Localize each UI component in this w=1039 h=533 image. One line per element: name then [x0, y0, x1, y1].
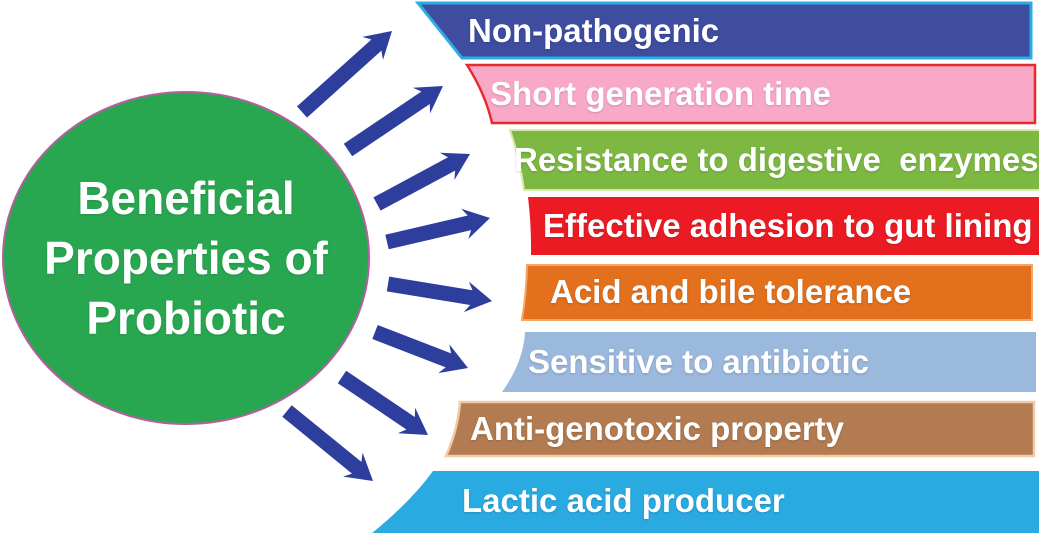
radiating-arrow-icon — [343, 86, 443, 157]
bar-shape-6 — [502, 332, 1036, 392]
bar-shape-8 — [372, 471, 1039, 533]
bar-shape-1 — [414, 1, 1033, 60]
radiating-arrow-icon — [297, 31, 392, 118]
bar-shape-5 — [520, 264, 1033, 321]
radiating-arrow-icon — [385, 208, 490, 250]
bar-shape-3 — [508, 129, 1039, 191]
radiating-arrow-icon — [337, 370, 428, 435]
radiating-arrow-icon — [282, 405, 373, 481]
center-circle — [2, 91, 370, 425]
radiating-arrow-icon — [372, 325, 468, 374]
radiating-arrow-icon — [386, 276, 492, 313]
bar-shape-2 — [464, 63, 1037, 125]
radiating-arrow-icon — [373, 152, 470, 211]
bar-shape-4 — [528, 197, 1039, 255]
bar-shape-7 — [444, 400, 1036, 458]
